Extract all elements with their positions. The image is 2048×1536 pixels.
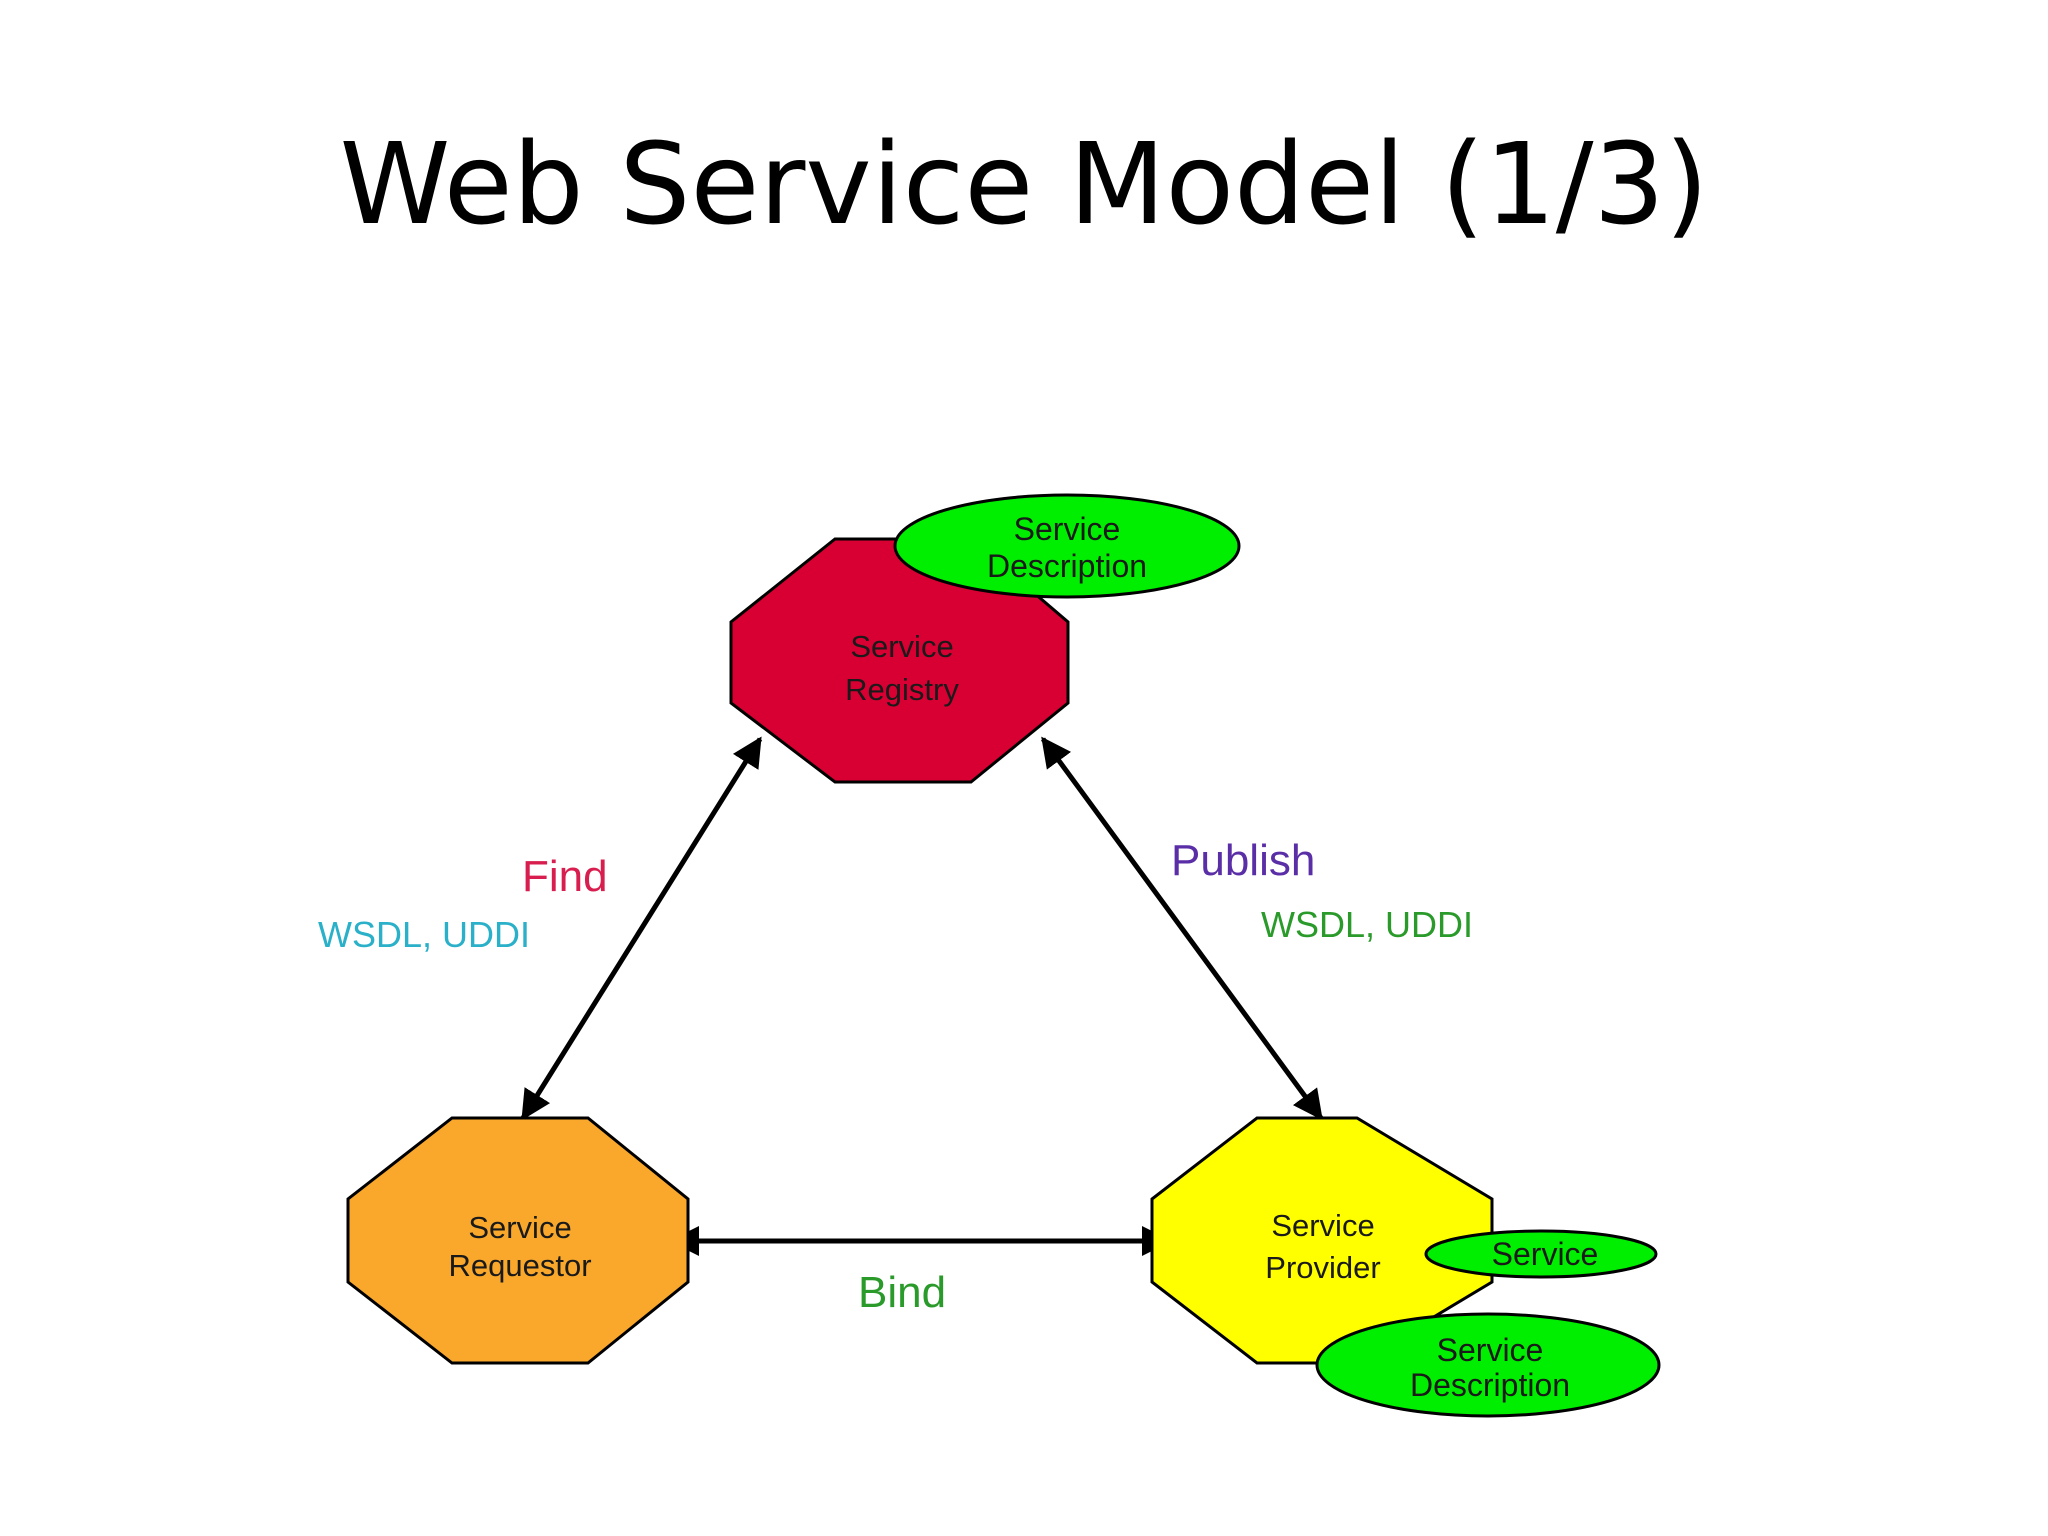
service-registry-node: Service Registry: [729, 537, 1070, 784]
provider-service-description-line1: Service: [1437, 1332, 1544, 1368]
provider-service-description-line2: Description: [1410, 1367, 1570, 1403]
service-registry-label-line1: Service: [850, 629, 953, 664]
registry-service-description-shape: [893, 493, 1241, 599]
find-label: Find: [522, 852, 608, 901]
find-sublabel: WSDL, UDDI: [318, 914, 530, 955]
bind-label: Bind: [858, 1268, 946, 1317]
service-requestor-label-line2: Requestor: [448, 1248, 591, 1283]
registry-service-description: Service Description: [893, 493, 1241, 599]
slide-title: Web Service Model (1/3): [339, 120, 1709, 250]
service-requestor-node: Service Requestor: [346, 1116, 690, 1365]
provider-service-line1: Service: [1492, 1236, 1599, 1272]
service-requestor-label-line1: Service: [468, 1210, 571, 1245]
publish-label: Publish: [1171, 836, 1315, 885]
provider-service-shape: [1424, 1229, 1658, 1279]
provider-service: Service: [1424, 1229, 1658, 1279]
provider-service-description: Service Description: [1315, 1312, 1661, 1418]
publish-arrow: [1040, 736, 1324, 1121]
find-arrow: [520, 736, 763, 1121]
service-provider-label-line2: Provider: [1265, 1250, 1380, 1285]
service-provider-label-line1: Service: [1271, 1208, 1374, 1243]
publish-sublabel: WSDL, UDDI: [1261, 904, 1473, 945]
registry-service-description-line1: Service: [1014, 511, 1121, 547]
service-provider-node: Service Provider: [1150, 1116, 1494, 1365]
service-requestor-shape: [346, 1116, 690, 1365]
provider-service-description-shape: [1315, 1312, 1661, 1418]
service-registry-label-line2: Registry: [845, 672, 959, 707]
registry-service-description-line2: Description: [987, 548, 1147, 584]
